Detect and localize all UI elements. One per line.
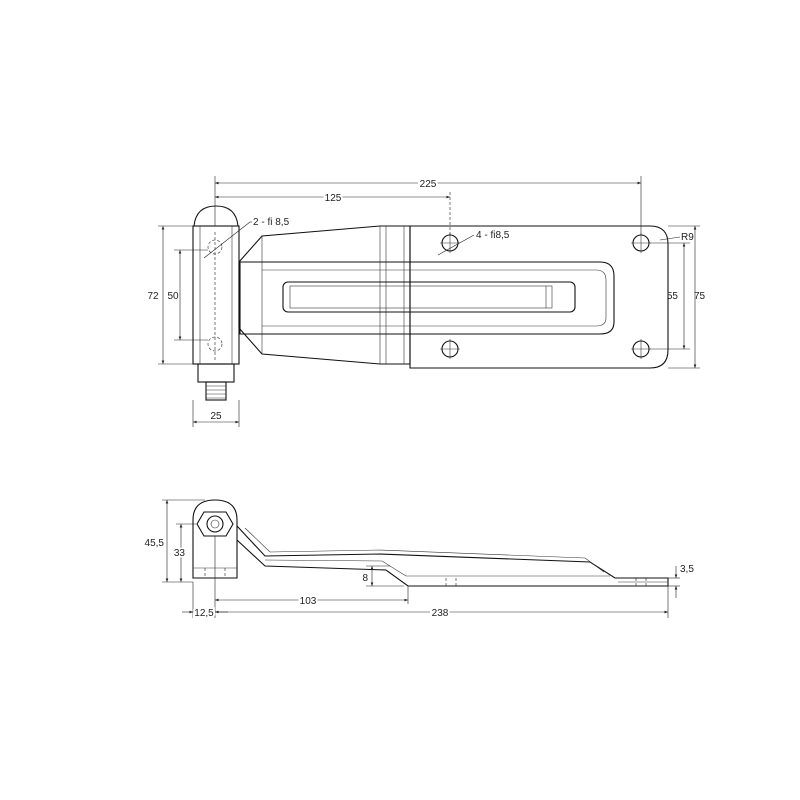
hinge-nut (197, 363, 235, 383)
hinge-arm (238, 225, 411, 365)
dim-33: 33 (174, 548, 186, 559)
dim-225: 225 (420, 179, 437, 190)
dim-75: 75 (694, 291, 706, 302)
dim-12-5: 12,5 (194, 608, 214, 619)
dim-103: 103 (300, 596, 317, 607)
pin-cap (193, 205, 239, 227)
side-arm (236, 525, 669, 587)
dim-45-5: 45,5 (145, 538, 165, 549)
handle-slot (282, 281, 576, 313)
callout-radius: R9 (681, 232, 694, 243)
hinge-thread (205, 381, 227, 401)
base-plate (409, 225, 669, 369)
dim-55: 55 (667, 291, 679, 302)
side-hinge-body (192, 499, 238, 579)
dim-25: 25 (210, 411, 222, 422)
dim-125: 125 (325, 193, 342, 204)
dim-50: 50 (167, 291, 179, 302)
side-nut (196, 511, 234, 537)
dim-238: 238 (432, 608, 449, 619)
callout-plate-holes: 4 - fi8,5 (476, 230, 510, 241)
dim-8: 8 (362, 573, 368, 584)
handle-channel (239, 261, 615, 335)
side-view: 45,5 33 8 3,5 103 12,5 238 (145, 499, 694, 621)
dim-72: 72 (147, 291, 159, 302)
dim-3-5: 3,5 (680, 564, 694, 575)
top-view: 225 125 2 - fi 8,5 4 - fi8,5 R9 72 50 55 (147, 176, 706, 427)
callout-hinge-holes: 2 - fi 8,5 (253, 217, 290, 228)
